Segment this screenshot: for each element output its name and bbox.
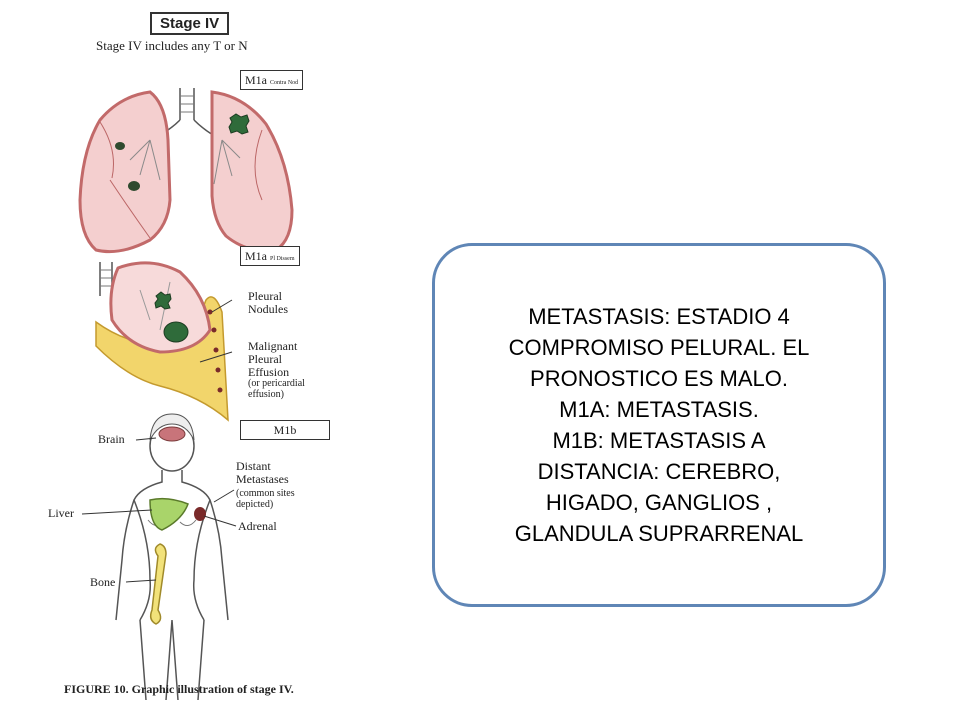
m1a-code: M1a [245,249,267,263]
pericardial-label: (or pericardial effusion) [248,378,305,400]
m1a-note: Contra Nod [270,80,299,86]
m1a-code: M1a [245,73,267,87]
callout-line: METASTASIS: ESTADIO 4 [528,304,790,329]
liver-label: Liver [48,506,74,520]
callout-line: GLANDULA SUPRARRENAL [514,521,804,546]
callout-line: DISTANCIA: CEREBRO, [537,459,781,484]
stage-title: Stage IV [150,12,230,35]
anatomy-illustration [78,88,294,701]
callout-line: HIGADO, GANGLIOS , [545,490,773,515]
callout-line: M1A: METASTASIS. [559,397,759,422]
lungs-drawing [78,88,294,254]
m1b-label: M1b [240,420,330,440]
common-sites-label: (common sites depicted) [236,488,295,510]
m1b-code: M1b [273,423,297,437]
stage-subtitle: Stage IV includes any T or N [96,38,248,53]
m1a-pl-dissem-label: M1a Pl Dissem [240,246,300,266]
m1a-note: Pl Dissem [270,256,295,262]
pleural-effusion-drawing [95,261,233,422]
figure-caption: FIGURE 10. Graphic illustration of stage… [64,682,294,696]
malignant-effusion-label: Malignant Pleural Effusion [248,339,298,379]
callout-line: PRONOSTICO ES MALO. [530,366,788,391]
adrenal-label: Adrenal [238,519,277,533]
m1a-contra-nod-label: M1a Contra Nod [240,70,304,90]
metastasis-callout-box: METASTASIS: ESTADIO 4 COMPROMISO PELURAL… [432,243,886,607]
pleural-nodules-label: Pleural Nodules [248,289,288,316]
body-drawing [81,413,237,701]
callout-line: M1B: METASTASIS A [552,428,766,453]
bone-label: Bone [90,575,116,589]
brain-label: Brain [98,432,125,446]
stage-iv-figure: Stage IV Stage IV includes any T or N M1… [0,0,400,720]
distant-metastases-label: Distant Metastases [236,459,289,486]
callout-line: COMPROMISO PELURAL. EL [508,335,810,360]
